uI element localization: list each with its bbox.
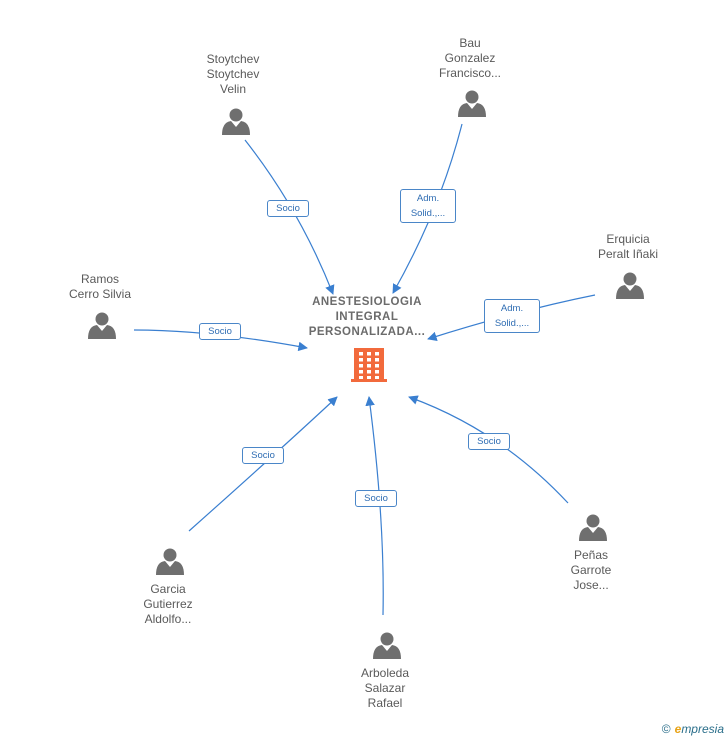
- copyright-symbol: ©: [661, 722, 671, 736]
- relation-label[interactable]: Adm. Solid.,...: [400, 189, 456, 223]
- brand-logo-text: mpresia: [681, 722, 724, 736]
- person-name[interactable]: Bau Gonzalez Francisco...: [438, 36, 501, 80]
- building-icon[interactable]: [351, 348, 387, 382]
- company-name[interactable]: ANESTESIOLOGIA INTEGRAL PERSONALIZADA...: [308, 296, 426, 338]
- relation-edge: [188, 396, 338, 532]
- person-icon[interactable]: [458, 90, 486, 118]
- relation-label[interactable]: Socio: [199, 322, 241, 340]
- relation-edge: [365, 396, 384, 616]
- relation-edge: [408, 395, 569, 504]
- relation-label[interactable]: Socio: [267, 199, 309, 217]
- person-name[interactable]: Erquicia Peralt Iñaki: [597, 232, 659, 261]
- relation-label[interactable]: Socio: [355, 489, 397, 507]
- brand-logo-initial: e: [674, 722, 682, 736]
- person-icon[interactable]: [156, 548, 184, 576]
- relation-label[interactable]: Socio: [242, 446, 284, 464]
- person-icon[interactable]: [222, 108, 250, 136]
- person-name[interactable]: Peñas Garrote Jose...: [570, 548, 612, 592]
- person-name[interactable]: Garcia Gutierrez Aldolfo...: [143, 582, 193, 626]
- relation-label[interactable]: Socio: [468, 432, 510, 450]
- person-icon[interactable]: [616, 272, 644, 300]
- relation-label[interactable]: Adm. Solid.,...: [484, 299, 540, 333]
- person-icon[interactable]: [88, 312, 116, 340]
- person-icon[interactable]: [579, 514, 607, 542]
- person-name[interactable]: Ramos Cerro Silvia: [68, 272, 131, 301]
- person-icon[interactable]: [373, 632, 401, 660]
- footer-brand: ©empresia: [662, 722, 724, 736]
- person-name[interactable]: Stoytchev Stoytchev Velin: [206, 52, 260, 96]
- relation-edge: [244, 139, 335, 295]
- person-name[interactable]: Arboleda Salazar Rafael: [360, 666, 410, 710]
